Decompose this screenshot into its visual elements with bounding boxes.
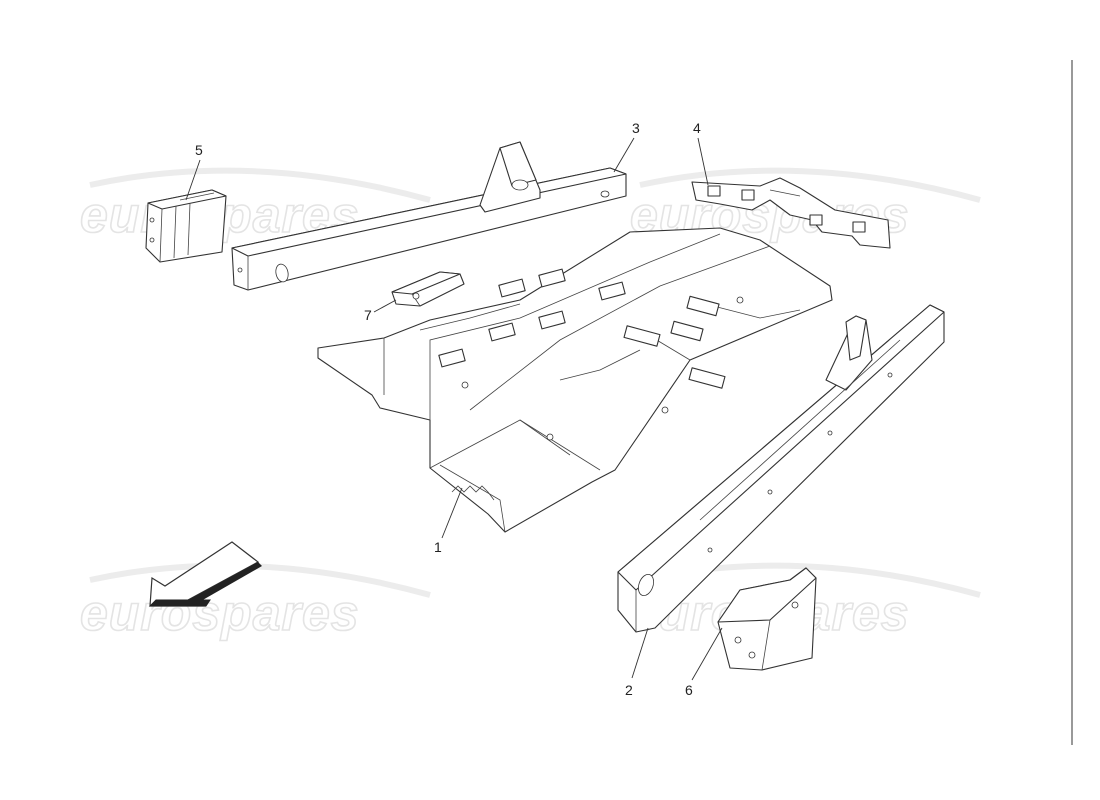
watermark-group: eurospares eurospares eurospares eurospa…: [79, 167, 981, 642]
leader-lines: [185, 137, 723, 681]
watermark-swoosh: [89, 167, 431, 203]
callout-labels: 1 2 3 4 5 6 7: [195, 120, 701, 698]
leader-line-4: [697, 137, 709, 186]
callout-2: 2: [625, 682, 633, 698]
part-7-small-bracket: [391, 271, 465, 307]
part-5-bracket: [145, 189, 227, 263]
callout-3: 3: [632, 120, 640, 136]
callout-1: 1: [434, 539, 442, 555]
part-6-lower-bracket: [717, 567, 817, 671]
part-2-side-sill: [617, 304, 945, 633]
callout-7: 7: [364, 307, 372, 323]
part-3-upper-rail: [231, 141, 627, 291]
leader-line-7: [373, 299, 397, 313]
front-direction-arrow-icon: [148, 541, 262, 607]
leader-line-2: [631, 627, 649, 679]
watermark-bottom-left: eurospares: [80, 585, 360, 641]
leader-line-3: [613, 137, 635, 173]
part-4-crossmember-bracket: [691, 177, 891, 249]
callout-5: 5: [195, 142, 203, 158]
leader-line-5: [185, 159, 201, 201]
part-1-floor-pan: [317, 227, 833, 533]
watermark-swoosh: [639, 167, 981, 203]
callout-6: 6: [685, 682, 693, 698]
leader-line-1: [441, 487, 463, 539]
leader-line-6: [691, 627, 723, 681]
callout-4: 4: [693, 120, 701, 136]
